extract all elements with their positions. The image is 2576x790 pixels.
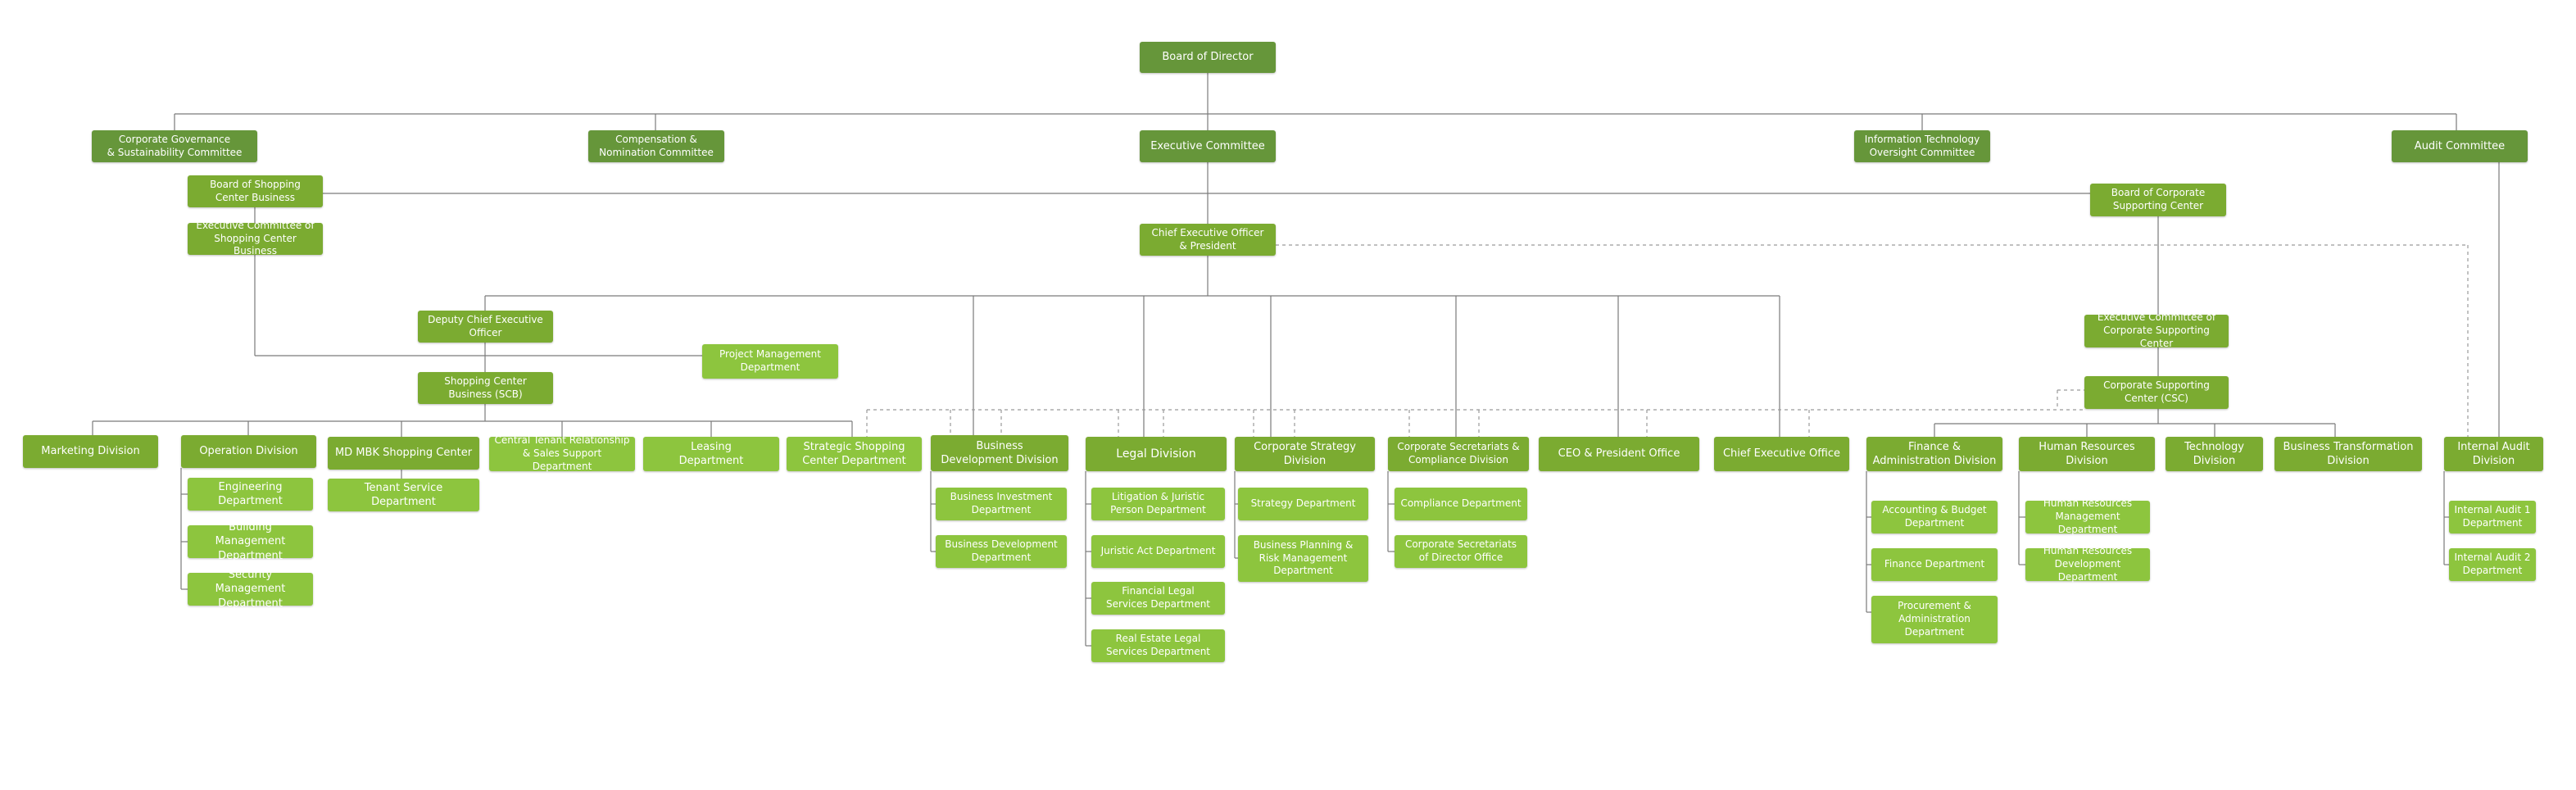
business-transformation-division-node: Business Transformation Division bbox=[2274, 437, 2422, 471]
ceo-president-office-node: CEO & President Office bbox=[1539, 437, 1699, 471]
md-mbk-node: MD MBK Shopping Center bbox=[328, 437, 479, 470]
hr-management-node: Human Resources Management Department bbox=[2025, 497, 2150, 535]
corporate-secretariats-office-node: Corporate Secretariats of Director Offic… bbox=[1395, 535, 1527, 568]
finance-department-node: Finance Department bbox=[1871, 548, 1998, 581]
financial-legal-node: Financial Legal Services Department bbox=[1091, 582, 1225, 615]
real-estate-legal-node: Real Estate Legal Services Department bbox=[1091, 629, 1225, 662]
it-oversight-committee-node: Information Technology Oversight Committ… bbox=[1854, 130, 1990, 162]
tenant-service-node: Tenant Service Department bbox=[328, 479, 479, 511]
exec-committee-corporate-supporting-node: Executive Committee of Corporate Support… bbox=[2084, 311, 2229, 349]
leasing-department-node: Leasing Department bbox=[643, 437, 779, 471]
accounting-budget-node: Accounting & Budget Department bbox=[1871, 501, 1998, 533]
compensation-committee-node: Compensation & Nomination Committee bbox=[588, 130, 724, 162]
governance-committee-node: Corporate Governance & Sustainability Co… bbox=[92, 130, 257, 162]
business-development-division-node: Business Development Division bbox=[931, 435, 1068, 471]
internal-audit-division-node: Internal Audit Division bbox=[2444, 437, 2543, 471]
corporate-secretariats-division-node: Corporate Secretariats & Compliance Divi… bbox=[1388, 437, 1529, 471]
security-management-node: Security Management Department bbox=[188, 569, 313, 610]
legal-division-node: Legal Division bbox=[1086, 437, 1227, 471]
internal-audit-1-node: Internal Audit 1 Department bbox=[2449, 501, 2536, 533]
corporate-strategy-division-node: Corporate Strategy Division bbox=[1235, 437, 1375, 471]
executive-committee-node: Executive Committee bbox=[1140, 130, 1276, 162]
deputy-ceo-node: Deputy Chief Executive Officer bbox=[418, 311, 553, 343]
marketing-division-node: Marketing Division bbox=[23, 435, 158, 468]
technology-division-node: Technology Division bbox=[2166, 437, 2263, 471]
strategic-shopping-node: Strategic Shopping Center Department bbox=[787, 437, 922, 471]
business-planning-risk-node: Business Planning & Risk Management Depa… bbox=[1238, 535, 1368, 582]
operation-division-node: Operation Division bbox=[181, 435, 316, 468]
chief-executive-office-node: Chief Executive Office bbox=[1714, 437, 1849, 471]
corporate-supporting-center-node: Corporate Supporting Center (CSC) bbox=[2084, 376, 2229, 409]
audit-committee-node: Audit Committee bbox=[2392, 130, 2528, 162]
ceo-president-node: Chief Executive Officer & President bbox=[1140, 224, 1276, 256]
finance-administration-division-node: Finance & Administration Division bbox=[1866, 437, 2002, 471]
project-management-node: Project Management Department bbox=[702, 344, 838, 379]
business-development-department-node: Business Development Department bbox=[936, 535, 1067, 568]
compliance-department-node: Compliance Department bbox=[1395, 488, 1527, 520]
exec-committee-shopping-center-node: Executive Committee of Shopping Center B… bbox=[188, 220, 323, 257]
engineering-department-node: Engineering Department bbox=[188, 478, 313, 511]
human-resources-division-node: Human Resources Division bbox=[2019, 437, 2155, 471]
board-shopping-center-node: Board of Shopping Center Business bbox=[188, 175, 323, 207]
business-investment-node: Business Investment Department bbox=[936, 488, 1067, 520]
central-tenant-node: Central Tenant Relationship & Sales Supp… bbox=[489, 434, 635, 472]
shopping-center-business-node: Shopping Center Business (SCB) bbox=[418, 372, 553, 404]
internal-audit-2-node: Internal Audit 2 Department bbox=[2449, 548, 2536, 581]
building-management-node: Building Management Department bbox=[188, 521, 313, 562]
hr-development-node: Human Resources Development Department bbox=[2025, 545, 2150, 583]
strategy-department-node: Strategy Department bbox=[1238, 488, 1368, 520]
juristic-act-node: Juristic Act Department bbox=[1091, 535, 1225, 568]
litigation-node: Litigation & Juristic Person Department bbox=[1091, 488, 1225, 520]
board-of-director-node: Board of Director bbox=[1140, 42, 1276, 73]
procurement-administration-node: Procurement & Administration Department bbox=[1871, 596, 1998, 643]
board-corporate-supporting-node: Board of Corporate Supporting Center bbox=[2090, 184, 2226, 216]
